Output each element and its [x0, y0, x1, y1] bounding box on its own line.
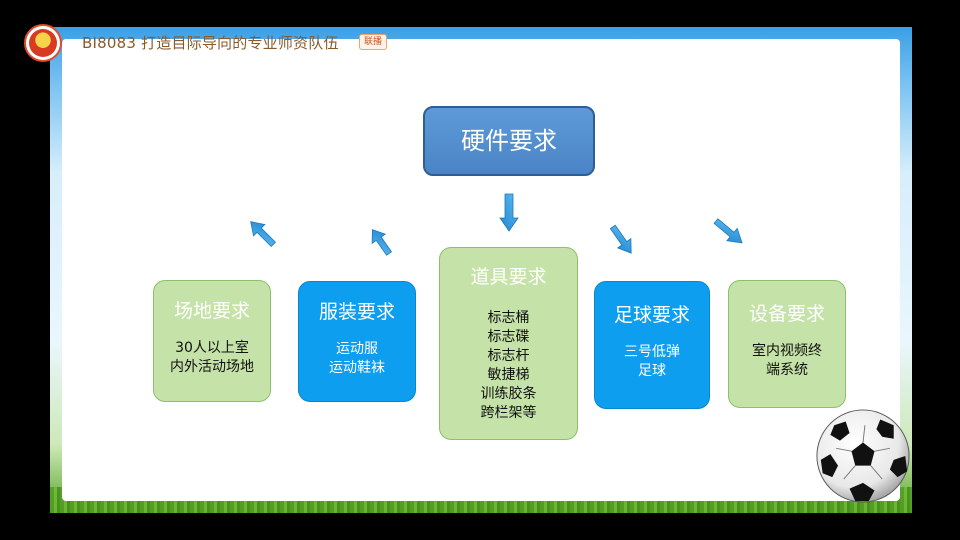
- arrow-down-right-1: [609, 224, 632, 254]
- node-equipment-requirements: 设备要求 室内视频终 端系统: [728, 280, 846, 408]
- node-title: 足球要求: [613, 304, 690, 326]
- soccer-ball-icon: [816, 409, 910, 503]
- node-title: 道具要求: [470, 266, 547, 288]
- node-title: 设备要求: [748, 303, 825, 325]
- node-text-line: 标志杆: [487, 348, 530, 364]
- root-node-hardware-requirements: 硬件要求: [423, 106, 595, 176]
- node-text-line: 30人以上室: [175, 340, 249, 356]
- node-text-line: 标志碟: [487, 329, 530, 345]
- header-badge: 联播: [359, 34, 388, 50]
- node-title: 服装要求: [318, 301, 395, 323]
- arrow-down-right-2: [713, 218, 743, 244]
- arrow-down-left-2: [371, 229, 393, 256]
- node-venue-requirements: 场地要求 30人以上室 内外活动场地: [153, 280, 271, 402]
- logo-emblem: [29, 29, 57, 57]
- node-text-line: 跨栏架等: [480, 405, 537, 421]
- node-props-requirements: 道具要求 标志桶 标志碟 标志杆 敏捷梯 训练胶条 跨栏架等: [439, 247, 578, 440]
- node-text-line: 运动服: [336, 341, 378, 357]
- root-node-label: 硬件要求: [461, 127, 557, 155]
- slide-header-title: BI8083 打造目际导向的专业师资队伍: [82, 34, 339, 52]
- node-text-line: 三号低弹: [624, 344, 680, 360]
- node-text-line: 足球: [638, 363, 666, 379]
- arrow-down-center: [499, 193, 519, 232]
- node-text-line: 标志桶: [487, 310, 530, 326]
- node-text-line: 内外活动场地: [170, 359, 254, 375]
- school-logo-icon: [24, 24, 62, 62]
- node-text-line: 运动鞋袜: [329, 360, 385, 376]
- node-text-line: 训练胶条: [480, 386, 537, 402]
- node-football-requirements: 足球要求 三号低弹 足球: [594, 281, 710, 409]
- node-text-line: 端系统: [766, 362, 808, 378]
- node-clothing-requirements: 服装要求 运动服 运动鞋袜: [298, 281, 416, 402]
- node-title: 场地要求: [173, 300, 250, 322]
- node-text-line: 室内视频终: [752, 343, 822, 359]
- arrow-down-left-1: [250, 221, 277, 248]
- node-text-line: 敏捷梯: [487, 367, 530, 383]
